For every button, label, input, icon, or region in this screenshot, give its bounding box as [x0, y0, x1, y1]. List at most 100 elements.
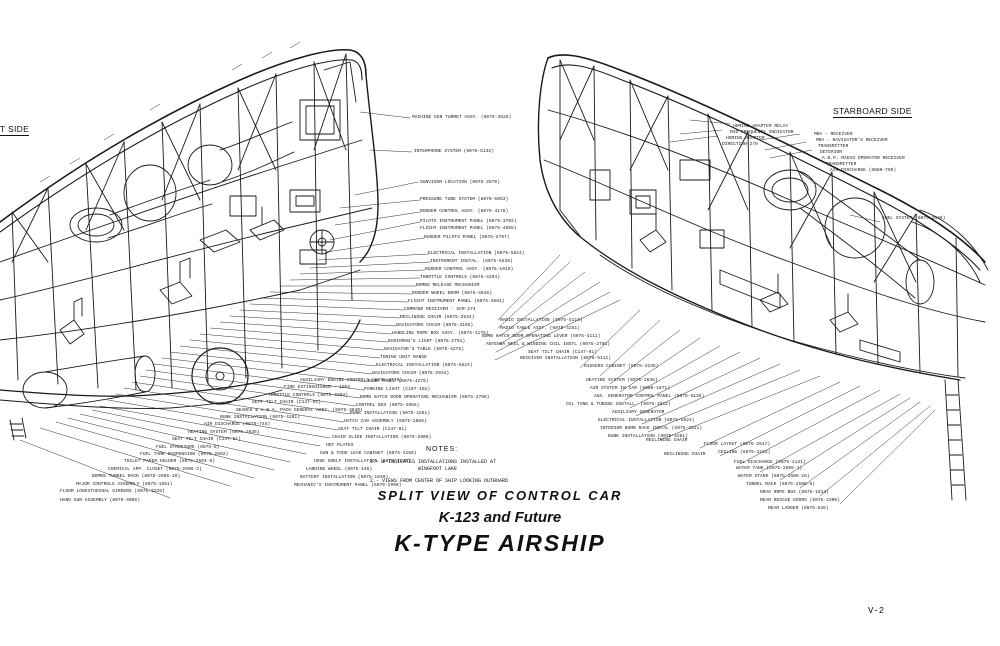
callout-left-2: SUNVISOR LOCATION (6075-2870): [420, 180, 500, 185]
callout-right-5: MRA - NAVIGATOR'S RECEIVER: [816, 138, 888, 143]
callout-right-7: DETERIOR: [820, 150, 843, 155]
callout-left-45: HEATING SYSTEM (6075-2635): [188, 429, 260, 435]
starboard-side-label: STARBOARD SIDE: [833, 106, 912, 118]
callout-left-9: INSTRUMENT INSTAL. (6075-5530): [430, 259, 513, 264]
port-side-label: T SIDE: [0, 124, 30, 136]
callout-left-54: HAND GUN ASSEMBLY (6075-4006): [60, 498, 140, 503]
callout-right-26: BUNK INSTALLATION (6075-4281): [608, 434, 688, 439]
callout-right-12: RADIO INSTALLATION (6075-5118): [500, 318, 583, 323]
callout-left-17: NAVIGATORS CHAIR (6075-3165): [396, 323, 474, 328]
callout-left-3: PRESSURE TUBE SYSTEM (6075-5663): [420, 197, 509, 202]
callout-right-33: WATER STAND (6075-2506-10): [738, 474, 810, 479]
right-car-half: [537, 54, 989, 501]
callout-left-34: HOSE SHELF INSTALLATION (6075-1135): [314, 459, 411, 464]
callout-left-36: BATTERY INSTALLATION (6075-1040): [300, 475, 389, 480]
callout-right-28: FLOOR LAYOUT (6075-2517): [704, 442, 771, 447]
callout-left-24: BUNK PANEL (6075-4276): [368, 379, 429, 384]
callout-left-52: MAJOR CONTROLS ASSEMBLY (6075-1551): [76, 481, 173, 487]
note-2: 2.- VIEWS FROM CENTER OF SHIP LOOKING OU…: [370, 478, 509, 484]
callout-right-37: REAR LADDER (6075-536): [768, 506, 829, 511]
callout-left-13: RUDDER WHEEL BOOM (6075-4616): [412, 291, 492, 296]
callout-left-33: GUN & FOOD LEAK CABINET (6075-4159): [320, 451, 417, 456]
notes-block: NOTES: 1.- ⊕ INDICATES INSTALLATIONS INS…: [370, 446, 630, 484]
callout-right-30: RECLINING CHAIR: [664, 452, 706, 457]
callout-left-51: BOMBS TUNNEL RACK (6075-2596-10): [92, 474, 181, 480]
callout-left-23: NAVIGATORS CHAIR (6075-2934): [372, 371, 450, 376]
callout-left-26: BOMB HATCH DOOR OPERATING MECHANISM (607…: [360, 395, 490, 400]
callout-left-53: FLOOR LONGITUDINAL GIRDERS (6075-3225): [60, 489, 165, 494]
callout-right-10: AIR DISCHARGE (6080-796): [830, 168, 897, 173]
callout-right-22: OIL TANK & TUBING INSTALL. (6075-4512): [566, 402, 671, 407]
title-line-1: SPLIT VIEW OF CONTROL CAR: [377, 488, 623, 503]
callout-right-13: RADIO TABLE ASSY. (6075-4251): [500, 326, 580, 331]
callout-left-27: CONTROL BOX (6075-2955): [356, 403, 420, 408]
callout-right-21: AUX. GENERATOR CONTROL PANEL (6075-5135): [594, 394, 705, 399]
callout-left-6: FLIGHT INSTRUMENT PANEL (6075-4858): [420, 226, 517, 231]
callout-right-27: RECLINING CHAIR: [646, 438, 688, 443]
callout-left-4: RUDDER CONTROL ASSY. (6075-4176): [420, 209, 509, 214]
callout-left-44: AIR DISCHARGE (6075-745): [204, 422, 271, 428]
callout-right-32: WATER TANK (6075-2506-1): [736, 466, 803, 471]
callout-left-19: RADIOMAN'S LIGHT (6075-2701): [388, 339, 466, 344]
callout-left-21: TUNING UNIT RANGE: [380, 355, 427, 360]
callout-right-20: AIR SYSTEM IN CAR (6080-1871): [590, 386, 670, 391]
left-car-half: [0, 48, 379, 441]
callout-left-11: THROTTLE CONTROLS (6075-4204): [420, 275, 500, 280]
callout-left-47: FUEL STRUCTURE (6075-8): [156, 444, 220, 450]
callout-left-41: SEAT TILT CHAIR (C147-91): [252, 400, 321, 406]
callout-left-22: ELECTRICAL INSTALLATION (6075-5524): [376, 363, 473, 368]
callout-right-9: TRANSMITTER: [826, 162, 857, 167]
note-1-continued: WINGFOOT LAKE: [418, 466, 458, 472]
callout-right-1: MID FREQUENCY INDICATOR: [730, 130, 794, 135]
callout-left-10: RUDDER CONTROL ASSY. (6075-1010): [425, 267, 514, 272]
callout-right-23: AUXILIARY GENERATOR: [612, 410, 665, 415]
callout-left-32: HOT PLATES: [326, 443, 354, 448]
callout-left-30: SEAT TILT CHAIR (C147-91): [338, 427, 407, 432]
notes-heading: NOTES:: [426, 446, 459, 453]
callout-left-14: FLIGHT INSTRUMENT PANEL (6075-3561): [408, 299, 505, 304]
callout-left-20: NAVIGATOR'S TABLE (6075-4276): [384, 347, 464, 352]
callout-right-25: INTERIOR BOMB RACK INSTAL (6075-2511): [600, 426, 702, 431]
callout-left-7: RUDDER PILOTS PANEL (6075-2797): [424, 235, 510, 240]
callout-left-29: HATCH CAN ASSEMBLY (6075-2806): [344, 419, 427, 424]
callout-right-4: MRA - RECEIVER: [814, 132, 853, 137]
callout-right-29: CEILING (6075-1163): [718, 450, 771, 455]
callout-left-48: FUEL TANK SUSPENSION (6075-2602): [140, 452, 229, 457]
callout-left-38: AUXILIARY ENGINE CONTROLS (6075-2748): [300, 378, 402, 383]
callout-left-42: SEARCH & A.B.A. PACK GENERAL ASSY. (6075…: [236, 407, 363, 413]
callout-right-34: TUNNEL RACK (6075-2506-9): [746, 482, 815, 487]
callout-right-8: A.B.P. RADIO OPERATOR RECEIVER: [822, 156, 905, 161]
callout-left-18: HANDLING ROPE BOX ASSY. (6075-1175): [392, 331, 489, 336]
note-1: 1.- ⊕ INDICATES INSTALLATIONS INSTALLED …: [370, 459, 497, 465]
callout-left-35: LANDING WHEEL (6075-146): [306, 467, 373, 472]
callout-right-2: HOMING ADAPTER: [726, 136, 765, 141]
callout-right-0: HOMING ADAPTER RELAY: [733, 124, 789, 129]
callout-right-18: RIGGERS CABINET (6075-4235): [584, 364, 659, 369]
callout-left-46: SEAT TILT CHAIR (C147-91): [172, 437, 241, 443]
title-line-3: K-TYPE AIRSHIP: [394, 530, 606, 556]
callout-left-43: BUNK INSTALLATION (6075-4281): [220, 415, 300, 420]
callout-left-16: RECLINING CHAIR (6075-2934): [400, 315, 475, 320]
callout-right-3: DIRECTION-279: [722, 142, 758, 147]
callout-left-1: INTERPHONE SYSTEM (6075-5132): [414, 149, 494, 154]
callout-right-6: TRANSMITTER: [818, 144, 849, 149]
callout-left-15: COMMAND RECEIVER - SCR-274: [404, 307, 476, 312]
title-line-2: K-123 and Future: [438, 509, 562, 526]
callout-left-40: THROTTLE CONTROLS (6075-4204): [268, 392, 348, 398]
callout-right-15: ANTENNA REEL & WINDING COIL INSTL (6075-…: [486, 342, 611, 347]
callout-right-31: FUEL DISCHARGE (6075-2131): [734, 460, 806, 465]
callout-left-0: MACHINE GUN TURRET ASSY. (6075-3525): [412, 115, 512, 120]
callout-right-16: SEAT TILT CHAIR (C147-91): [528, 350, 597, 355]
callout-left-28: BUNK INSTALLATION (6075-4281): [350, 411, 430, 416]
callout-left-49: TOILET PAPER HOLDER (6075-2504-9): [124, 459, 215, 465]
callout-right-11: FUEL SYSTEM (6075-2646): [882, 216, 946, 221]
callout-right-19: HEATING SYSTEM (6075-2635): [586, 378, 658, 383]
callout-left-50: CHEMICAL APP. CLOSET (6075-2506-2): [108, 466, 202, 472]
callout-left-37: MECHANIC'S INSTRUMENT PANEL (6075-2996): [294, 483, 402, 488]
callout-left-12: BOMBS RELEASE MECHANISM: [416, 283, 480, 288]
left-leaders: [19, 41, 431, 499]
callout-left-39: FIRE EXTINGUISHER - 1052: [284, 385, 351, 391]
callout-right-17: RECEIVER INSTALLATION (6075-5111): [520, 356, 611, 361]
